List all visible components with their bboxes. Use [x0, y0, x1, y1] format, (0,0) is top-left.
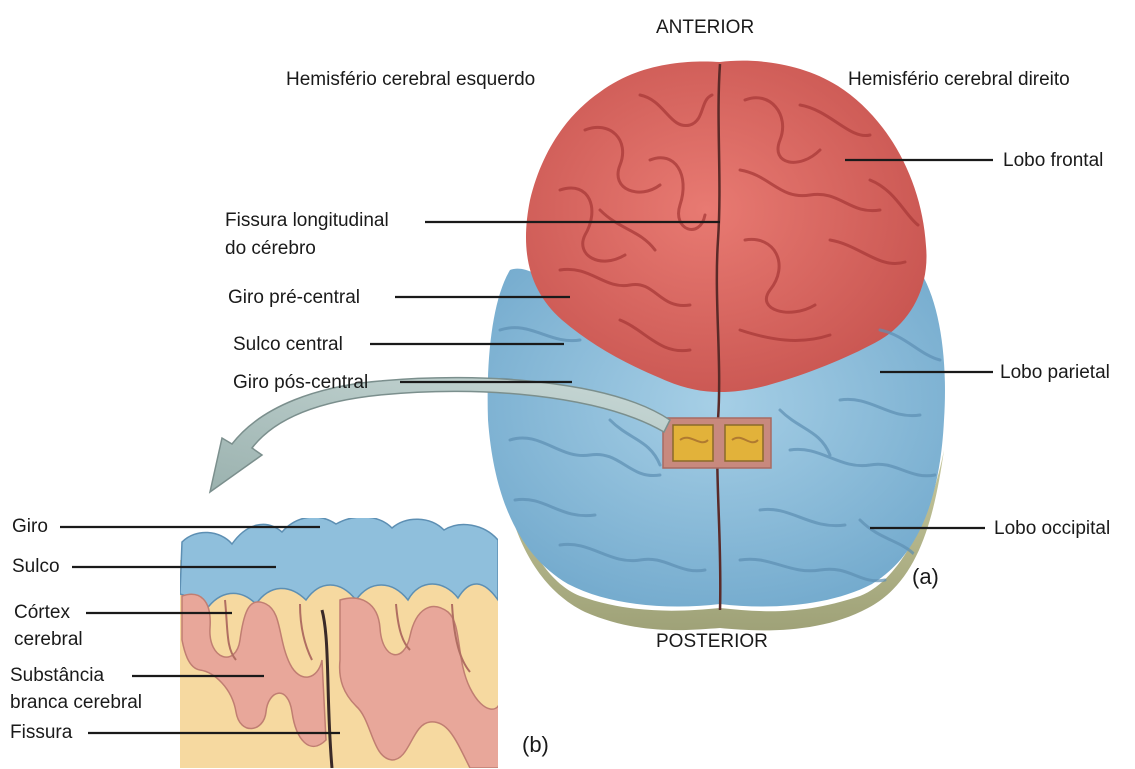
brain-section [180, 517, 500, 769]
substancia-label-2: branca cerebral [10, 690, 142, 715]
anterior-label: ANTERIOR [656, 15, 754, 40]
left-hemisphere-label: Hemisfério cerebral esquerdo [286, 67, 535, 92]
cortex-label-2: cerebral [14, 627, 83, 652]
giro-label: Giro [12, 514, 48, 539]
fissura-label: Fissura [10, 720, 72, 745]
giro-pos-central-label: Giro pós-central [233, 370, 368, 395]
cortex-label-1: Córtex [14, 600, 70, 625]
lobo-parietal-label: Lobo parietal [1000, 360, 1110, 385]
view-a-letter: (a) [912, 564, 939, 589]
brain-top-view [488, 61, 945, 631]
fissura-longitudinal-label-2: do cérebro [225, 236, 316, 261]
sulco-label: Sulco [12, 554, 60, 579]
posterior-label: POSTERIOR [656, 629, 768, 654]
fissura-longitudinal-label-1: Fissura longitudinal [225, 208, 389, 233]
lobo-occipital-label: Lobo occipital [994, 516, 1110, 541]
giro-pre-central-label: Giro pré-central [228, 285, 360, 310]
view-b-letter: (b) [522, 732, 549, 757]
section-window [663, 418, 771, 468]
sulco-central-label: Sulco central [233, 332, 343, 357]
lobo-frontal-label: Lobo frontal [1003, 148, 1103, 173]
substancia-label-1: Substância [10, 663, 104, 688]
right-hemisphere-label: Hemisfério cerebral direito [848, 67, 1070, 92]
